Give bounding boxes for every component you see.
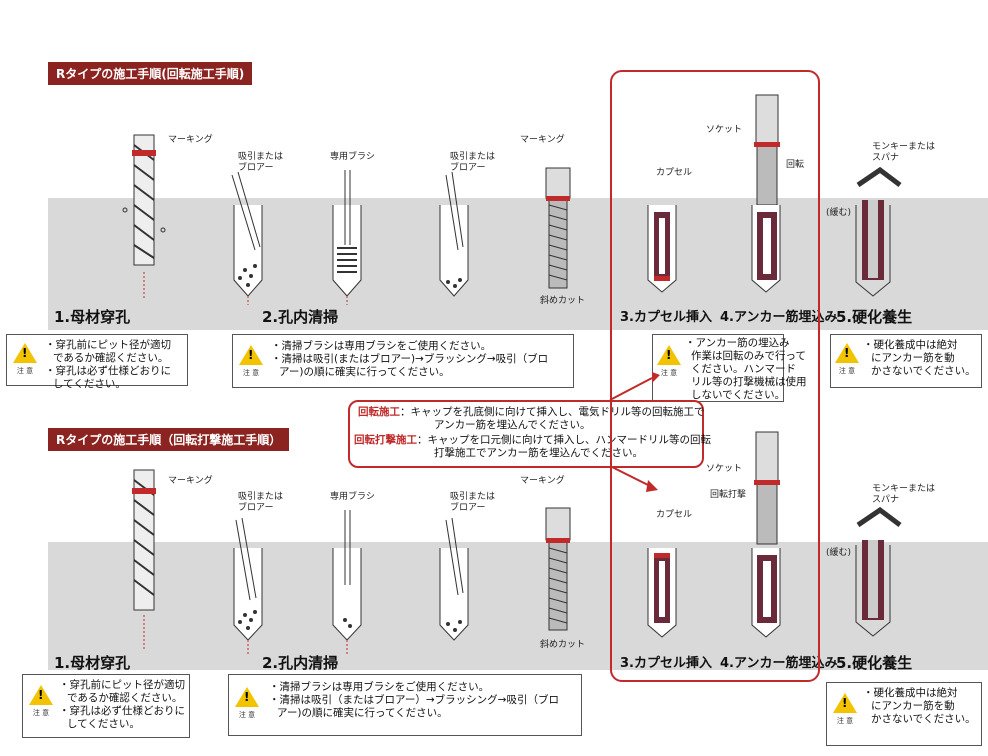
s1-note-drill: !注 意 ・穿孔前にピット径が適切であるか確認ください。・穿孔は必ず仕様どおりに… [6, 334, 188, 390]
s2-label-socket: ソケット [706, 464, 743, 474]
s1-anchor-rod [545, 167, 571, 289]
s1-cure [855, 166, 902, 297]
s2-label-marking1: マーキング [168, 476, 213, 486]
s2-note-cure: !注 意 ・硬化養成中は絶対にアンカー筋を動かさないでください。 [826, 682, 982, 746]
warning-icon: !注 意 [235, 687, 259, 722]
warning-icon: !注 意 [835, 343, 859, 378]
s1-hole-brush [332, 170, 362, 305]
s1-step-drill: 1.母材穿孔 [54, 308, 131, 326]
section2-concrete-band [48, 542, 988, 670]
s2-label-loosen: (緩む) [826, 548, 852, 558]
s1-note-embed: !注 意 ・アンカー筋の埋込み作業は回転のみで行ってください。ハンマードリル等の… [652, 334, 807, 402]
s2-embed [751, 431, 781, 638]
s1-label-capsule: カプセル [656, 168, 693, 178]
s1-label-brush: 専用ブラシ [330, 152, 375, 162]
warning-icon: !注 意 [657, 345, 681, 380]
s1-step-capsule: 3.カプセル挿入 [620, 310, 712, 325]
s2-label-capsule: カプセル [656, 510, 693, 520]
warning-icon: !注 意 [29, 685, 53, 720]
s2-capsule [647, 548, 677, 638]
highlight-frame [610, 70, 820, 682]
s1-label-suction2: 吸引または ブロアー [450, 152, 496, 173]
warning-icon: !注 意 [13, 343, 37, 378]
s1-label-suction1: 吸引または ブロアー [238, 152, 284, 173]
s1-note-cure: !注 意 ・硬化養成中は絶対にアンカー筋を動かさないでください。 [830, 334, 982, 388]
s2-step-cure: 5.硬化養生 [836, 654, 913, 672]
s2-label-suction1: 吸引または ブロアー [238, 492, 284, 513]
s2-label-brush: 専用ブラシ [330, 492, 375, 502]
s2-step-clean: 2.孔内清掃 [262, 654, 339, 672]
s1-label-diagonal: 斜めカット [540, 296, 586, 306]
s2-hole-brush [332, 510, 362, 655]
s1-note-clean: !注 意 ・清掃ブラシは専用ブラシをご使用ください。・清掃は吸引(またはブロアー… [232, 334, 574, 388]
s1-capsule [647, 205, 677, 293]
s2-note-drill: !注 意 ・穿孔前にピット径が適切であるか確認ください。・穿孔は必ず仕様どおりに… [22, 674, 190, 738]
s2-label-wrench: モンキーまたは スパナ [872, 484, 936, 505]
s1-step-clean: 2.孔内清掃 [262, 308, 339, 326]
s1-label-marking1: マーキング [168, 135, 213, 145]
s2-anchor-rod [545, 507, 571, 631]
warning-icon: !注 意 [833, 693, 857, 728]
s2-step-embed: 4.アンカー筋埋込み [720, 656, 838, 671]
s2-step-drill: 1.母材穿孔 [54, 654, 131, 672]
s1-label-wrench: モンキーまたは スパナ [872, 142, 936, 163]
s1-label-loosen: (緩む) [826, 208, 852, 218]
method-explanation-box: 回転施工：キャップを孔底側に向けて挿入し、電気ドリル等の回転施工で アンカー筋を… [348, 400, 711, 468]
s2-label-diagonal: 斜めカット [540, 640, 586, 650]
warning-icon: !注 意 [239, 345, 263, 380]
s2-hole-suction2 [439, 517, 469, 641]
impact-key: 回転打撃施工 [354, 434, 417, 446]
s1-hole-suction2 [439, 171, 469, 297]
section1-concrete-band [48, 198, 988, 330]
s2-label-suction2: 吸引または ブロアー [450, 492, 496, 513]
s1-label-motion: 回転 [786, 160, 805, 170]
section1-diagram [122, 94, 902, 305]
s2-note-clean: !注 意 ・清掃ブラシは専用ブラシをご使用ください。・清掃は吸引（またはブロアー… [228, 674, 582, 736]
s1-step-cure: 5.硬化養生 [836, 308, 913, 326]
s2-label-motion: 回転打撃 [710, 490, 747, 500]
rotation-key: 回転施工 [358, 406, 400, 418]
s1-step-embed: 4.アンカー筋埋込み [720, 310, 838, 325]
s2-label-marking2: マーキング [520, 476, 565, 486]
s1-embed [751, 94, 781, 293]
section1-header: Rタイプの施工手順(回転施工手順) [48, 62, 253, 85]
s1-drill-bit [122, 134, 166, 300]
s2-hole-suction [233, 517, 263, 655]
s1-label-socket: ソケット [706, 125, 743, 135]
s1-hole-suction [231, 171, 263, 305]
s2-cure [855, 506, 902, 637]
s1-label-marking2: マーキング [520, 135, 565, 145]
s2-step-capsule: 3.カプセル挿入 [620, 656, 712, 671]
s2-drill-bit [132, 469, 156, 650]
section2-header: Rタイプの施工手順（回転打撃施工手順） [48, 428, 290, 451]
